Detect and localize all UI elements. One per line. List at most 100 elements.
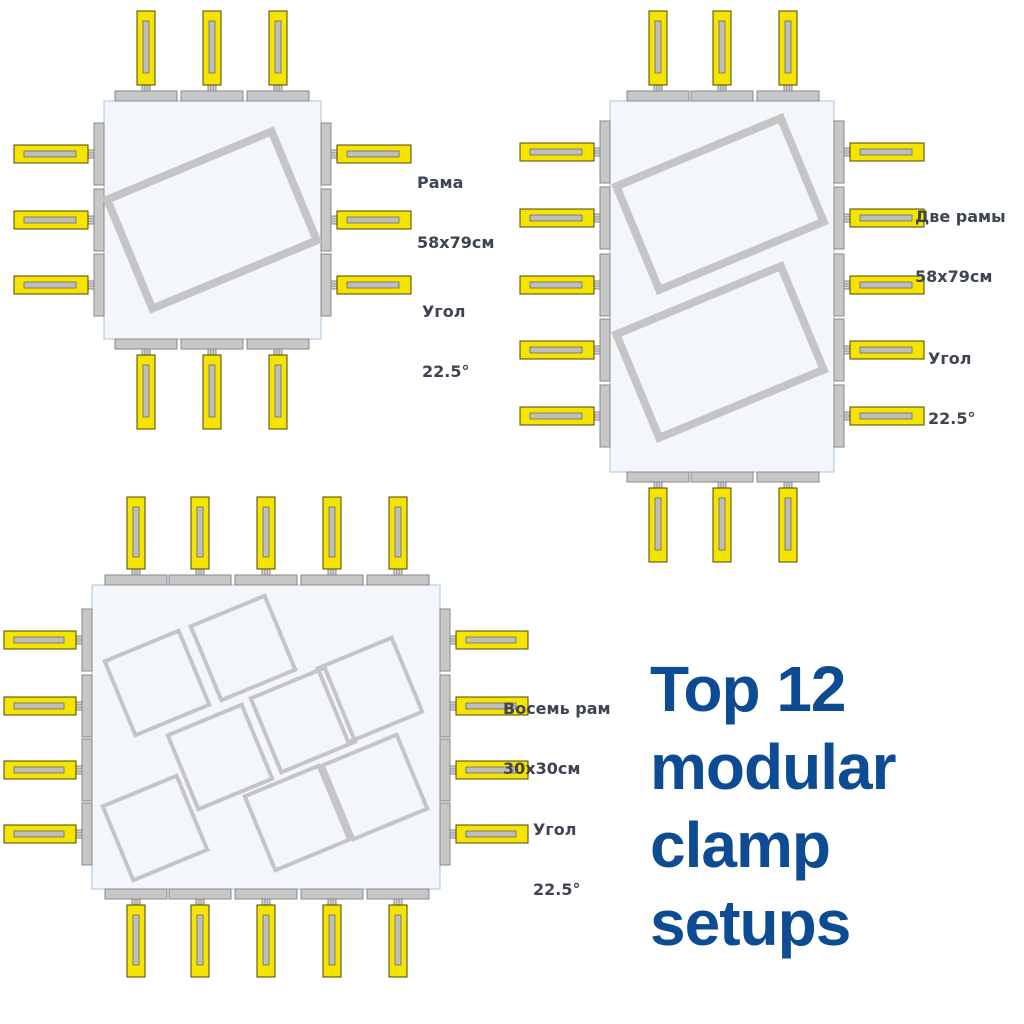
left-pressure-bar [93,253,105,317]
right-clamp [336,144,412,164]
setup-3-angle-label: Угол 22.5° [533,780,580,920]
left-clamp [13,144,89,164]
clamp-slot [654,20,662,74]
work-board [103,100,322,340]
clamp-slot [465,830,517,838]
headline: Top 12 modular clamp setups [650,650,896,962]
bottom-pressure-bar [168,888,232,900]
right-pressure-bar [439,608,451,672]
bottom-clamp [778,487,798,563]
bottom-clamp [322,904,342,978]
clamp-slot [262,506,270,558]
top-clamp [136,10,156,86]
clamp-slot [859,281,913,289]
setup-3-diagram [3,496,529,978]
frame-30x30-2 [188,593,298,703]
clamp-slot [142,364,150,418]
clamp-slot [529,346,583,354]
clamp-slot [718,20,726,74]
setup-3-frame-label-line-1: Восемь рам [503,699,611,718]
clamp-slot [465,766,517,774]
bottom-pressure-bar [300,888,364,900]
right-pressure-bar [439,674,451,738]
headline-line-2: modular [650,731,896,803]
top-clamp [648,10,668,86]
clamp-slot [529,148,583,156]
left-clamp [3,760,77,780]
right-clamp [455,696,529,716]
setup-1-frame-label: Рама 58x79см [417,133,494,273]
clamp-slot [132,506,140,558]
right-pressure-bar [833,318,845,382]
bottom-clamp [256,904,276,978]
left-pressure-bar [599,253,611,317]
bottom-clamp [136,354,156,430]
bottom-pressure-bar [246,338,310,350]
right-clamp [455,760,529,780]
top-pressure-bar [234,574,298,586]
clamp-slot [394,914,402,966]
left-clamp [13,275,89,295]
top-clamp [322,496,342,570]
left-pressure-bar [599,120,611,184]
clamp-slot [529,412,583,420]
right-clamp [336,210,412,230]
setup-2-angle-label-line-1: Угол [928,349,972,368]
bottom-clamp [388,904,408,978]
left-clamp [519,208,595,228]
setup-3-frame-label: Восемь рам 30x30см [503,659,611,799]
setup-2-frame-label-line-2: 58x79см [915,267,993,286]
bottom-clamp [202,354,222,430]
clamp-slot [196,914,204,966]
right-clamp [849,208,925,228]
setup-3-angle-label-line-1: Угол [533,820,577,839]
top-pressure-bar [626,90,690,102]
setup-1-angle-label-line-2: 22.5° [422,362,470,381]
clamp-slot [328,506,336,558]
top-pressure-bar [366,574,430,586]
bottom-clamp [268,354,288,430]
left-clamp [3,824,77,844]
clamp-slot [784,20,792,74]
setup-3-angle-label-line-2: 22.5° [533,880,581,899]
frame-58x79-b [611,260,829,444]
clamp-slot [529,281,583,289]
clamp-slot [859,346,913,354]
frame-30x30-5 [315,635,425,745]
headline-line-3: clamp [650,809,831,881]
left-clamp [3,630,77,650]
right-clamp [336,275,412,295]
headline-line-1: Top 12 [650,653,847,725]
top-clamp [126,496,146,570]
setup-1-frame-label-line-1: Рама [417,173,464,192]
top-pressure-bar [114,90,178,102]
bottom-pressure-bar [626,471,690,483]
left-pressure-bar [81,674,93,738]
frame-30x30-8 [320,732,430,842]
bottom-pressure-bar [234,888,298,900]
right-clamp [849,275,925,295]
left-clamp [519,275,595,295]
top-clamp [268,10,288,86]
setup-2-diagram [519,10,925,563]
clamp-slot [262,914,270,966]
bottom-pressure-bar [366,888,430,900]
top-clamp [190,496,210,570]
clamp-slot [13,702,65,710]
frame-30x30-7 [242,763,352,873]
top-clamp [388,496,408,570]
left-pressure-bar [81,738,93,802]
clamp-slot [208,20,216,74]
right-pressure-bar [439,802,451,866]
frame-30x30-1 [102,628,212,738]
right-pressure-bar [833,186,845,250]
clamp-slot [274,364,282,418]
bottom-pressure-bar [756,471,820,483]
setup-3-frame-label-line-2: 30x30см [503,759,581,778]
left-pressure-bar [81,608,93,672]
setup-2-frame-label-line-1: Две рамы [915,207,1006,226]
top-pressure-bar [104,574,168,586]
top-pressure-bar [756,90,820,102]
frame-30x30-3 [165,702,275,812]
top-clamp [712,10,732,86]
